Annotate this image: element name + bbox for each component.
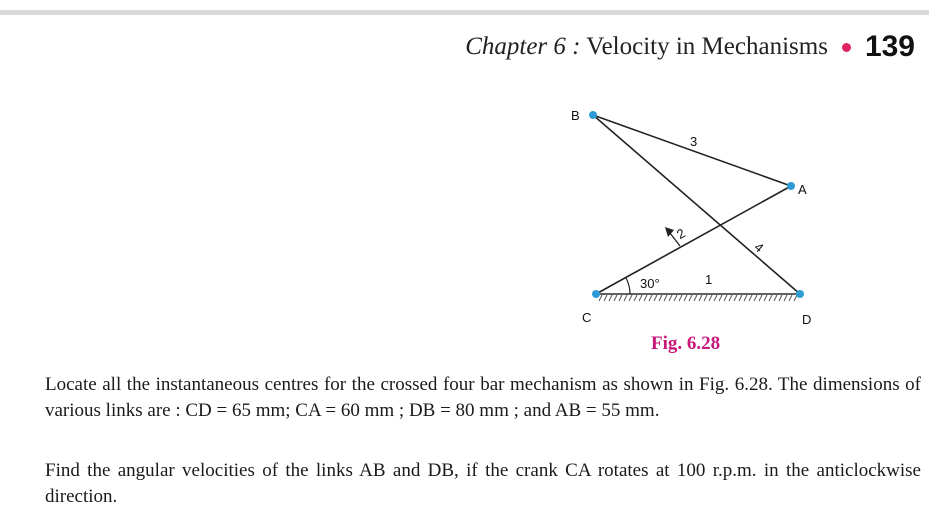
chapter-label: Chapter 6 : bbox=[465, 33, 581, 60]
hatch-mark bbox=[668, 294, 673, 302]
hatch-mark bbox=[698, 294, 703, 302]
hatch-mark bbox=[598, 294, 603, 302]
joint-a bbox=[787, 182, 795, 190]
hatch-mark bbox=[758, 294, 763, 302]
hatch-mark bbox=[728, 294, 733, 302]
hatch-mark bbox=[638, 294, 643, 302]
link-ab bbox=[592, 114, 792, 187]
hatch-mark bbox=[793, 294, 798, 302]
hatch-mark bbox=[618, 294, 623, 302]
hatch-mark bbox=[713, 294, 718, 302]
problem-paragraph: Locate all the instantaneous centres for… bbox=[45, 374, 921, 421]
joint-b bbox=[589, 111, 597, 119]
hatch-mark bbox=[678, 294, 683, 302]
figure-caption: Fig. 6.28 bbox=[651, 333, 721, 354]
top-rule bbox=[0, 10, 929, 15]
hatch-mark bbox=[753, 294, 758, 302]
link-bd bbox=[592, 114, 801, 295]
point-label-a: A bbox=[798, 182, 807, 197]
hatch-mark bbox=[688, 294, 693, 302]
hatch-mark bbox=[683, 294, 688, 302]
hatch-mark bbox=[658, 294, 663, 302]
hatch-mark bbox=[738, 294, 743, 302]
chapter-title: Chapter 6 : Velocity in Mechanisms bbox=[465, 33, 828, 61]
joint-d bbox=[796, 290, 804, 298]
hatch-mark bbox=[748, 294, 753, 302]
hatch-mark bbox=[648, 294, 653, 302]
hatch-mark bbox=[693, 294, 698, 302]
link-label-2: 2 bbox=[674, 225, 688, 242]
point-label-c: C bbox=[582, 310, 591, 325]
hatch-mark bbox=[603, 294, 608, 302]
hatch-mark bbox=[763, 294, 768, 302]
hatch-mark bbox=[768, 294, 773, 302]
hatch-mark bbox=[718, 294, 723, 302]
hatch-mark bbox=[778, 294, 783, 302]
joint-c bbox=[592, 290, 600, 298]
chapter-name: Velocity in Mechanisms bbox=[586, 33, 828, 60]
hatch-mark bbox=[633, 294, 638, 302]
hatch-mark bbox=[788, 294, 793, 302]
hatch-mark bbox=[723, 294, 728, 302]
bullet-icon bbox=[841, 42, 851, 52]
hatch-mark bbox=[783, 294, 788, 302]
question-paragraph: Find the angular velocities of the links… bbox=[45, 460, 921, 507]
page-header: Chapter 6 : Velocity in Mechanisms 139 bbox=[465, 30, 915, 64]
hatch-mark bbox=[613, 294, 618, 302]
hatch-mark bbox=[653, 294, 658, 302]
hatch-mark bbox=[733, 294, 738, 302]
angle-label: 30° bbox=[640, 276, 660, 291]
rotation-arrow-icon bbox=[669, 232, 681, 247]
hatch-mark bbox=[663, 294, 668, 302]
hatch-mark bbox=[673, 294, 678, 302]
hatch-mark bbox=[703, 294, 708, 302]
point-label-b: B bbox=[571, 108, 580, 123]
four-bar-mechanism-figure: 30° B A C D 1 2 3 4 bbox=[571, 108, 811, 327]
hatch-mark bbox=[608, 294, 613, 302]
hatch-mark bbox=[628, 294, 633, 302]
link-label-3: 3 bbox=[690, 134, 697, 149]
link-label-1: 1 bbox=[705, 272, 712, 287]
hatch-mark bbox=[643, 294, 648, 302]
point-label-d: D bbox=[802, 312, 811, 327]
ground-hatching bbox=[596, 293, 800, 302]
page-number: 139 bbox=[864, 30, 915, 63]
angle-arc bbox=[625, 277, 631, 295]
hatch-mark bbox=[743, 294, 748, 302]
arrow-head-icon bbox=[665, 227, 674, 237]
hatch-mark bbox=[623, 294, 628, 302]
link-ca bbox=[595, 185, 792, 295]
hatch-mark bbox=[708, 294, 713, 302]
hatch-mark bbox=[773, 294, 778, 302]
